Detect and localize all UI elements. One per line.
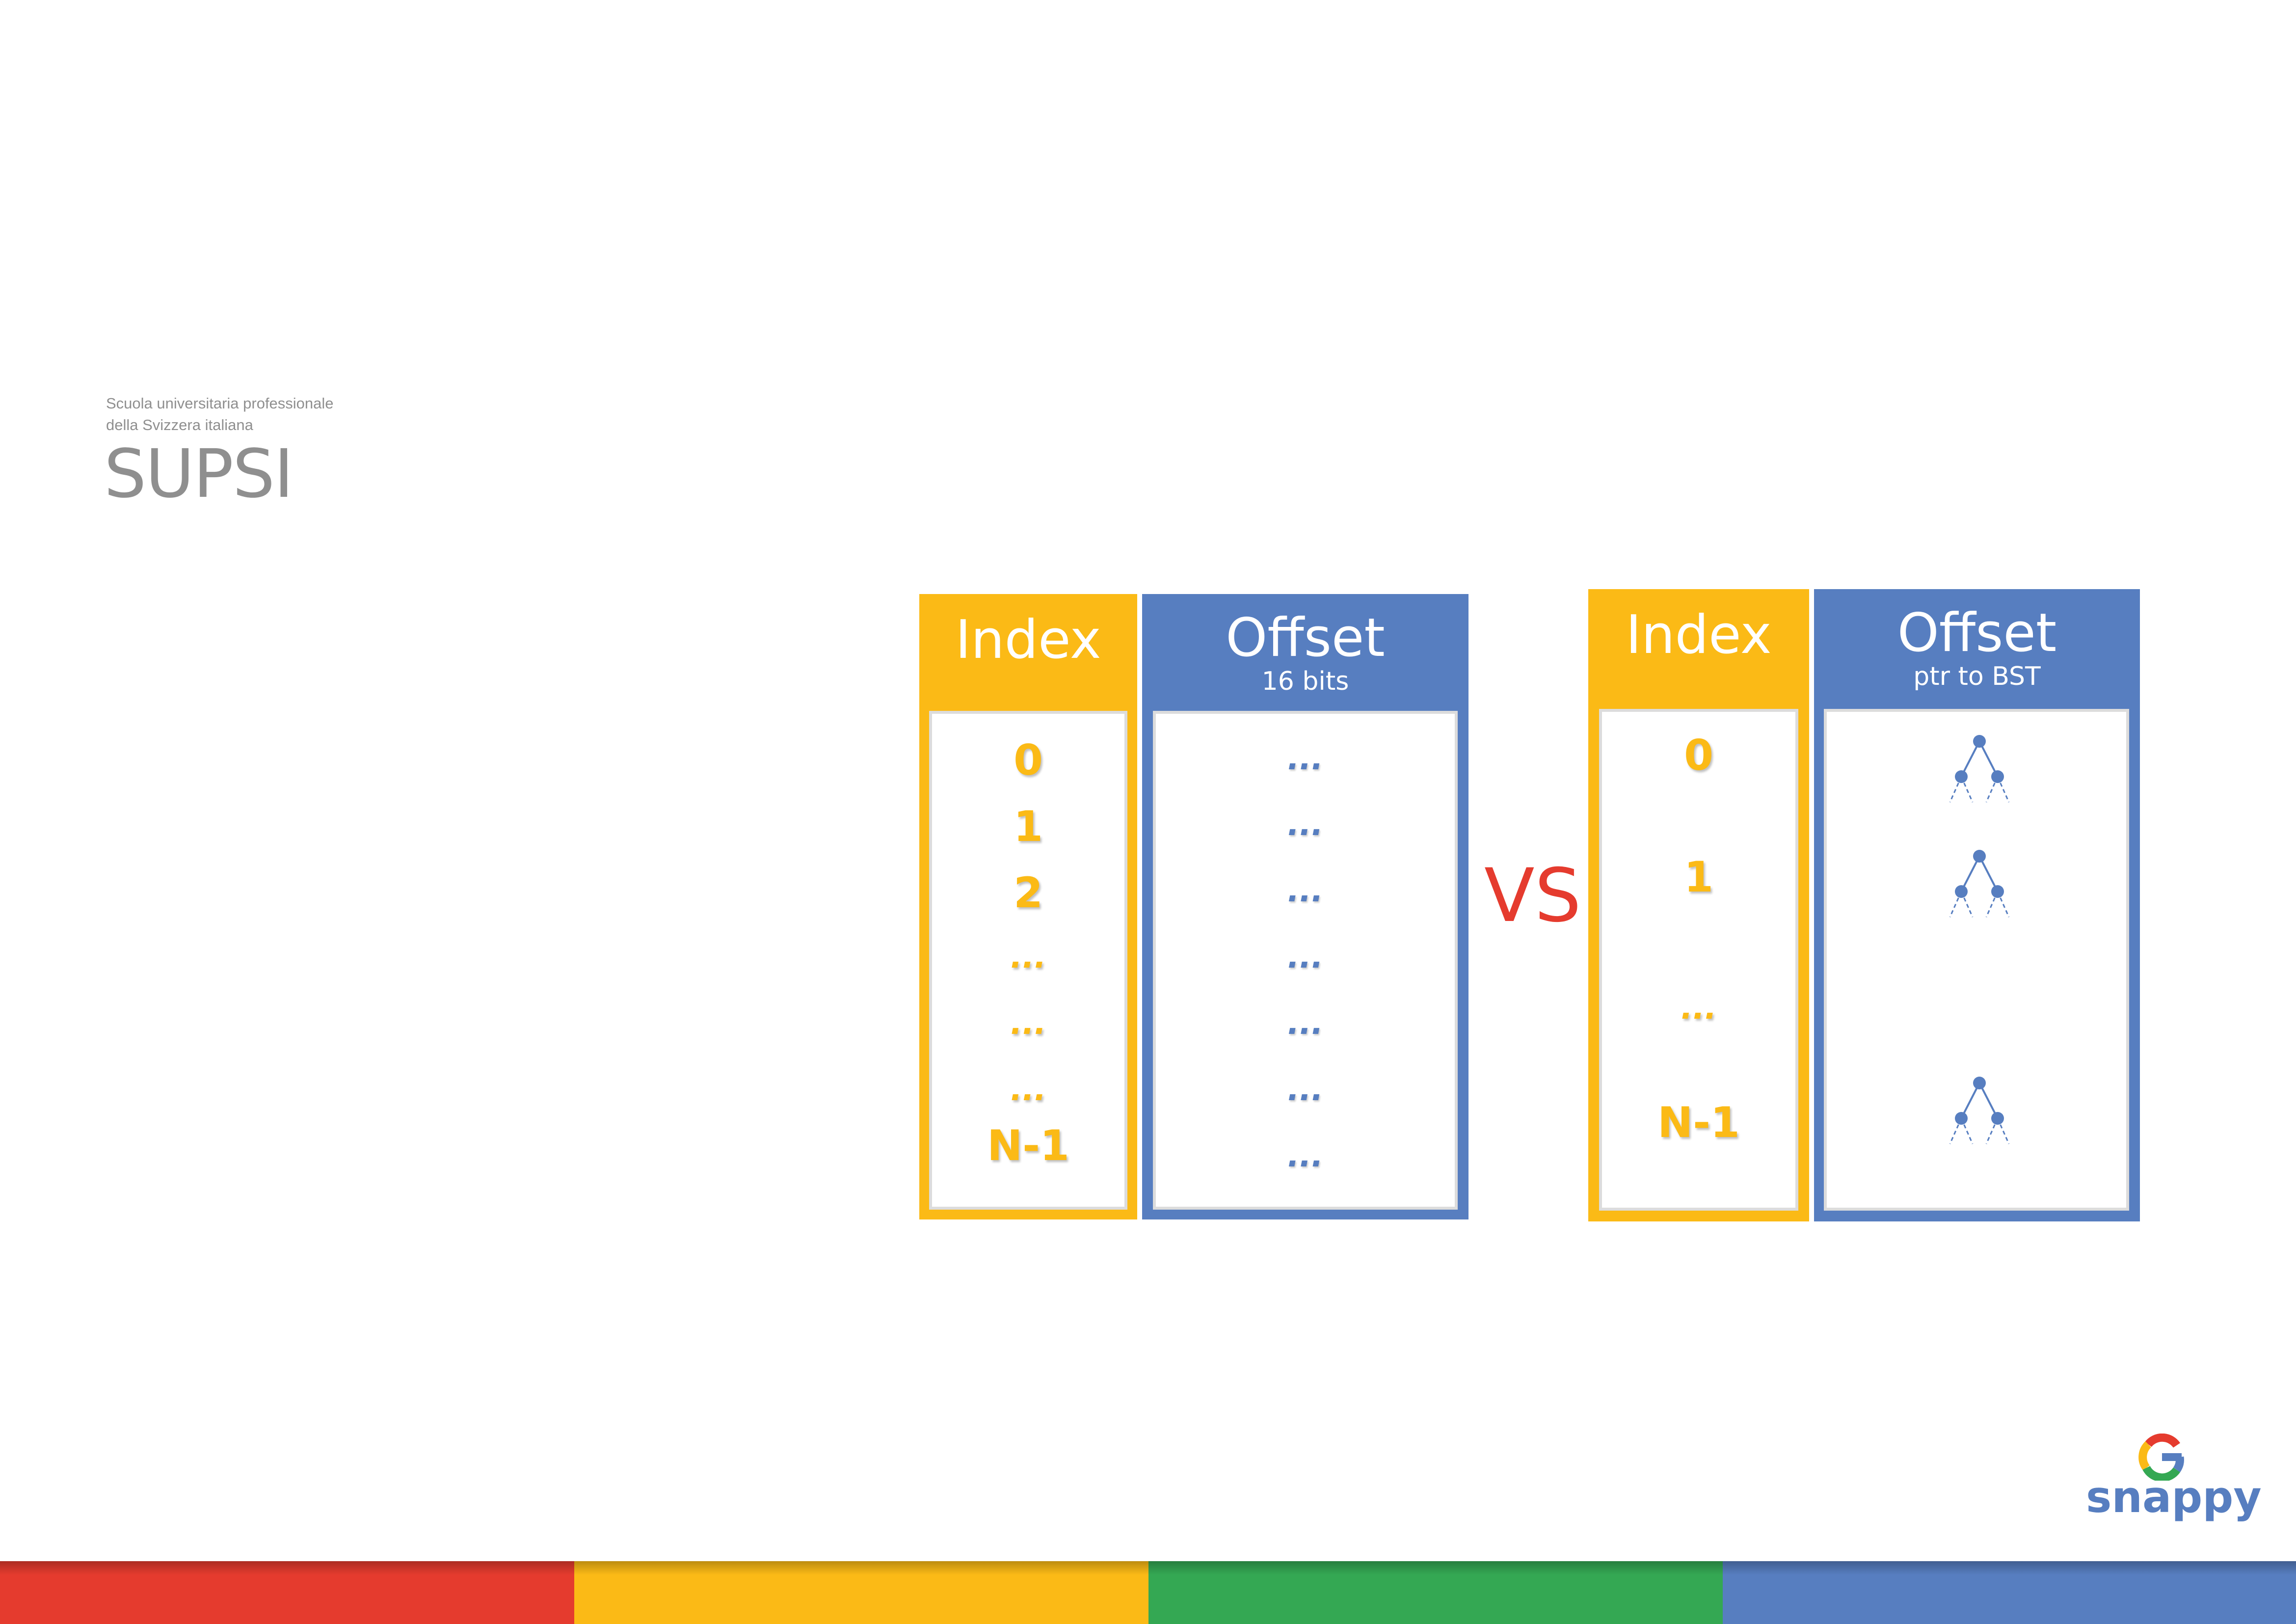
- stripe-red: [0, 1561, 574, 1624]
- left-offset-body: ... ... ... ... ... ... ...: [1153, 711, 1458, 1210]
- right-index-body: 0 1 ... N-1: [1599, 709, 1798, 1211]
- bst-tree-icon: [1949, 735, 2010, 803]
- google-g-logo-icon: [2138, 1434, 2184, 1481]
- left-index-column: Index 0 1 2 ... ... ... N-1: [919, 594, 1137, 1219]
- stripe-yellow: [574, 1561, 1148, 1624]
- left-offset-column: Offset 16 bits ... ... ... ... ... ... .…: [1142, 594, 1468, 1219]
- right-index-value: N-1: [1657, 1098, 1740, 1147]
- left-offset-value: ...: [1287, 1072, 1323, 1108]
- left-offset-subheader: 16 bits: [1261, 667, 1349, 696]
- institution-line-1: Scuola universitaria professionale: [106, 395, 334, 412]
- institution-name: SUPSI: [104, 435, 294, 513]
- left-offset-value: ...: [1287, 939, 1323, 975]
- left-index-value: 0: [1014, 736, 1043, 785]
- institution-line-2: della Svizzera italiana: [106, 416, 253, 433]
- bst-tree-icon: [1949, 850, 2010, 918]
- stripe-blue: [1723, 1561, 2296, 1624]
- left-offset-value: ...: [1287, 1138, 1323, 1174]
- left-offset-value: ...: [1287, 741, 1323, 777]
- left-offset-header: Offset: [1226, 607, 1385, 669]
- left-offset-value: ...: [1287, 807, 1323, 843]
- left-index-value: ...: [1010, 939, 1046, 975]
- left-offset-value: ...: [1287, 1005, 1323, 1042]
- left-index-value: N-1: [987, 1121, 1069, 1170]
- right-index-value: 1: [1684, 853, 1713, 902]
- vs-label: VS: [1484, 853, 1581, 939]
- left-index-body: 0 1 2 ... ... ... N-1: [929, 711, 1127, 1210]
- right-index-value: 0: [1684, 731, 1713, 780]
- bst-tree-icon: [1949, 1077, 2010, 1144]
- right-offset-subheader: ptr to BST: [1913, 662, 2041, 691]
- left-index-value: ...: [1010, 1005, 1046, 1042]
- right-offset-body: [1824, 709, 2129, 1211]
- stripe-green: [1148, 1561, 1723, 1624]
- right-offset-column: Offset ptr to BST: [1814, 589, 2140, 1221]
- left-offset-value: ...: [1287, 873, 1323, 909]
- right-index-column: Index 0 1 ... N-1: [1588, 589, 1809, 1221]
- right-index-header: Index: [1626, 604, 1772, 666]
- left-index-value: ...: [1010, 1072, 1046, 1108]
- left-index-value: 1: [1014, 802, 1043, 851]
- left-index-value: 2: [1014, 868, 1043, 918]
- left-index-header: Index: [955, 609, 1101, 671]
- right-index-value: ...: [1681, 990, 1717, 1027]
- right-offset-header: Offset: [1897, 602, 2057, 664]
- snappy-wordmark: snappy: [2086, 1472, 2262, 1522]
